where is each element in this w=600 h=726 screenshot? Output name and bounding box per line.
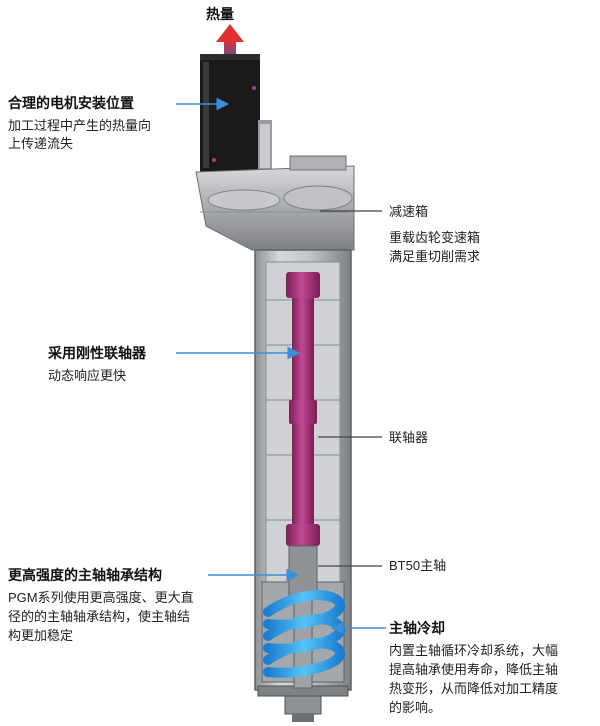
motor (200, 54, 272, 172)
motor-desc-line-1: 加工过程中产生的热量向 (8, 118, 152, 133)
gearbox-desc-line-1: 重载齿轮变速箱 (389, 230, 481, 245)
coupling-title: 采用刚性联轴器 (48, 345, 146, 361)
gearbox-desc-line-2: 满足重切削需求 (389, 249, 481, 264)
motor-title: 合理的电机安装位置 (8, 95, 134, 111)
motor-desc-line-2: 上传递流失 (8, 136, 74, 151)
cooling-desc-line-1: 内置主轴循环冷却系统，大幅 (389, 643, 559, 658)
cooling-desc-line-3: 热变形，从而降低对加工精度 (389, 681, 559, 696)
coupling-desc: 动态响应更快 (48, 368, 127, 383)
bearing-title: 更高强度的主轴轴承结构 (8, 567, 162, 583)
leader-lines (318, 210, 382, 567)
coupler-label: 联轴器 (389, 430, 429, 445)
cooling-desc-line-4: 的影响。 (389, 700, 442, 715)
heat-label: 热量 (206, 6, 234, 22)
bearing-desc-line-3: 构更加稳定 (8, 628, 74, 643)
gearbox-title: 减速箱 (389, 204, 429, 219)
bt50-label: BT50主轴 (389, 558, 447, 573)
bearing-desc-line-1: PGM系列使用更高强度、更大直 (8, 590, 194, 605)
bearing-desc-line-2: 径的的主轴轴承结构，使主轴结 (8, 609, 191, 624)
cooling-title: 主轴冷却 (389, 620, 445, 636)
cooling-desc-line-2: 提高轴承使用寿命，降低主轴 (389, 662, 559, 677)
leader-arrows (176, 97, 386, 635)
